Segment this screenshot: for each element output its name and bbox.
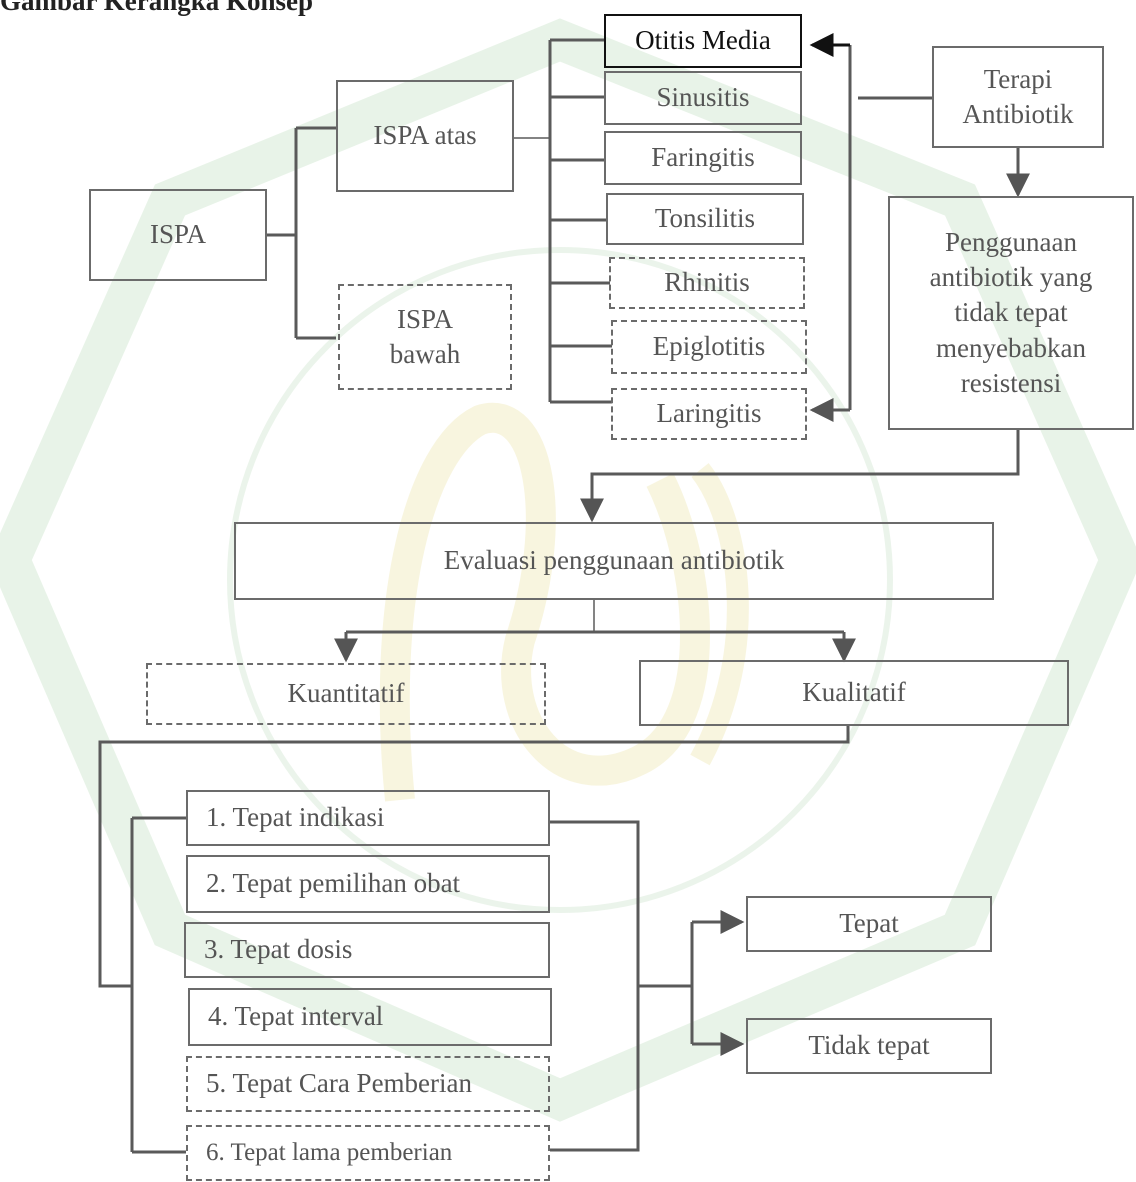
node-penggunaan-line2: antibiotik yang <box>929 262 1093 293</box>
node-tonsilitis: Tonsilitis <box>606 193 804 245</box>
node-sinusitis-label: Sinusitis <box>656 82 750 113</box>
criteria-tepat-lama-pemberian: 6. Tepat lama pemberian <box>186 1125 550 1181</box>
criteria-3-label: 3. Tepat dosis <box>204 934 353 965</box>
node-ispa-label: ISPA <box>149 219 207 250</box>
node-terapi-line1: Terapi <box>983 63 1053 94</box>
node-faringitis-label: Faringitis <box>651 142 755 173</box>
node-ispa: ISPA <box>89 189 267 281</box>
node-tepat: Tepat <box>746 896 992 952</box>
node-penggunaan-antibiotik: Penggunaan antibiotik yang tidak tepat m… <box>888 196 1134 430</box>
criteria-tepat-cara-pemberian: 5. Tepat Cara Pemberian <box>186 1056 550 1112</box>
node-evaluasi: Evaluasi penggunaan antibiotik <box>234 522 994 600</box>
criteria-tepat-dosis: 3. Tepat dosis <box>184 922 550 978</box>
node-ispa-atas: ISPA atas <box>336 80 514 192</box>
node-penggunaan-line3: tidak tepat <box>954 297 1068 328</box>
node-laringitis-label: Laringitis <box>656 398 762 429</box>
node-kualitatif: Kualitatif <box>639 660 1069 726</box>
node-ispa-bawah-line2: bawah <box>389 339 461 369</box>
node-otitis-media-label: Otitis Media <box>635 25 771 56</box>
node-kualitatif-label: Kualitatif <box>802 677 906 708</box>
node-ispa-atas-label: ISPA atas <box>373 120 477 151</box>
node-kuantitatif: Kuantitatif <box>146 663 546 725</box>
node-kuantitatif-label: Kuantitatif <box>287 678 405 709</box>
node-ispa-bawah: ISPA bawah <box>338 284 512 390</box>
criteria-4-label: 4. Tepat interval <box>208 1001 384 1032</box>
criteria-2-label: 2. Tepat pemilihan obat <box>206 868 461 899</box>
node-penggunaan-line1: Penggunaan <box>945 227 1077 258</box>
node-sinusitis: Sinusitis <box>604 71 802 125</box>
criteria-1-label: 1. Tepat indikasi <box>206 802 385 833</box>
criteria-tepat-pemilihan-obat: 2. Tepat pemilihan obat <box>186 855 550 913</box>
node-rhinitis: Rhinitis <box>609 257 805 309</box>
node-tidak-tepat-label: Tidak tepat <box>808 1030 930 1061</box>
node-evaluasi-label: Evaluasi penggunaan antibiotik <box>443 545 785 576</box>
node-laringitis: Laringitis <box>611 388 807 440</box>
node-otitis-media: Otitis Media <box>604 14 802 68</box>
node-penggunaan-line4: menyebabkan <box>936 332 1086 363</box>
criteria-6-label: 6. Tepat lama pemberian <box>206 1138 453 1166</box>
node-tonsilitis-label: Tonsilitis <box>654 203 756 234</box>
criteria-5-label: 5. Tepat Cara Pemberian <box>206 1068 473 1099</box>
criteria-tepat-indikasi: 1. Tepat indikasi <box>186 790 550 846</box>
node-penggunaan-line5: resistensi <box>960 367 1062 398</box>
node-ispa-bawah-line1: ISPA <box>396 303 454 334</box>
criteria-tepat-interval: 4. Tepat interval <box>188 988 552 1046</box>
figure-title: Gambar Kerangka Konsep <box>0 0 314 16</box>
node-epiglotitis: Epiglotitis <box>611 320 807 374</box>
node-terapi-antibiotik: Terapi Antibiotik <box>932 46 1104 148</box>
node-epiglotitis-label: Epiglotitis <box>652 331 766 362</box>
node-faringitis: Faringitis <box>604 131 802 185</box>
node-tidak-tepat: Tidak tepat <box>746 1018 992 1074</box>
node-terapi-line2: Antibiotik <box>962 99 1074 129</box>
node-tepat-label: Tepat <box>839 908 899 939</box>
node-rhinitis-label: Rhinitis <box>664 267 750 298</box>
